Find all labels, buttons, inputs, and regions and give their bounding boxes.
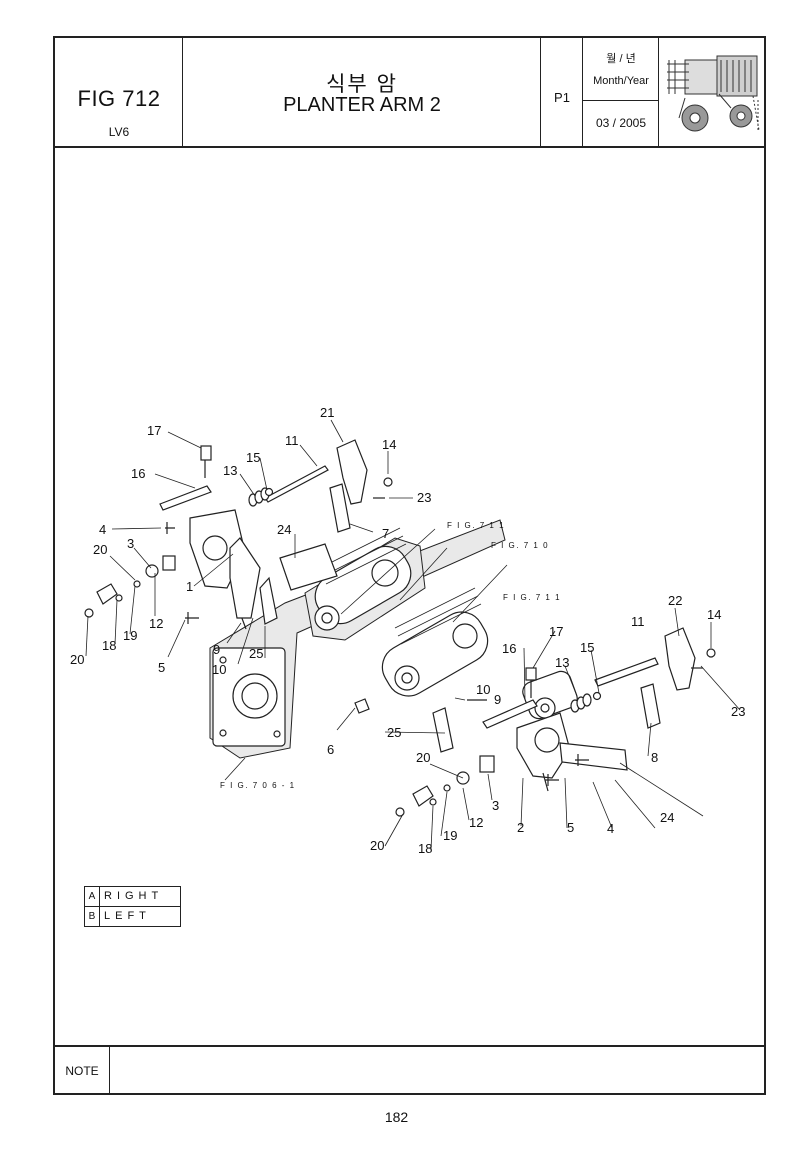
callout-25-lower: 25 [387, 725, 401, 740]
callouts: 17 16 13 15 11 21 14 23 4 20 3 24 7 1 12… [70, 405, 745, 856]
page-code: P1 [554, 90, 570, 105]
callout-12-upper: 12 [149, 616, 163, 631]
callout-3-lower: 3 [492, 798, 499, 813]
planter-arm-housing-upper [304, 527, 426, 641]
figure-number: FIG 712 [77, 86, 161, 111]
planter-arm-assembly-drawing: F I G. 7 1 1 F I G. 7 1 0 F I G. 7 1 1 F… [70, 405, 745, 856]
callout-11-upper: 11 [285, 433, 299, 448]
callout-5-upper: 5 [158, 660, 165, 675]
upper-left-components [84, 439, 393, 630]
callout-23-upper: 23 [417, 490, 431, 505]
callout-9-lower: 9 [494, 692, 501, 707]
callout-6: 6 [327, 742, 334, 757]
callout-17-upper: 17 [147, 423, 161, 438]
note-label: NOTE [55, 1047, 110, 1095]
callout-17-lower: 17 [549, 624, 563, 639]
model-code: LV6 [108, 125, 130, 139]
fig-ref-711-a: F I G. 7 1 1 [447, 521, 505, 530]
callout-14-lower: 14 [707, 607, 721, 622]
callout-13-lower: 13 [555, 655, 569, 670]
date-cell: 월 / 년 Month/Year 03 / 2005 [583, 38, 659, 146]
callout-15-lower: 15 [580, 640, 594, 655]
month-year-korean: 월 / 년 [606, 53, 636, 65]
callout-4-lower: 4 [607, 821, 614, 836]
callout-8: 8 [651, 750, 658, 765]
fig-ref-711-b: F I G. 7 1 1 [503, 593, 561, 602]
rice-transplanter-icon [667, 55, 760, 132]
legend-value: RIGHT [104, 890, 164, 902]
exploded-parts-diagram: F I G. 7 1 1 F I G. 7 1 0 F I G. 7 1 1 F… [55, 148, 764, 1043]
callout-23-lower: 23 [731, 704, 745, 719]
title-korean: 식부 암 [326, 73, 398, 96]
fig-ref-706-1: F I G. 7 0 6 - 1 [220, 781, 296, 790]
callout-15-upper: 15 [246, 450, 260, 465]
page-frame: FIG 712 LV6 식부 암 PLANTER ARM 2 P1 월 / 년 … [53, 36, 766, 1095]
callout-24-lower: 24 [660, 810, 674, 825]
title-cell: 식부 암 PLANTER ARM 2 [183, 38, 541, 146]
machine-thumbnail-cell [659, 38, 764, 146]
callout-22: 22 [668, 593, 682, 608]
callout-14-upper: 14 [382, 437, 396, 452]
legend-row-left: B LEFT [85, 906, 180, 926]
planter-arm-housing-middle [381, 587, 489, 697]
callout-21: 21 [320, 405, 334, 420]
callout-7: 7 [382, 526, 389, 541]
legend-row-right: A RIGHT [85, 887, 180, 906]
side-legend: A RIGHT B LEFT [84, 886, 181, 927]
callout-25-upper: 25 [249, 646, 263, 661]
callout-19-upper: 19 [123, 628, 137, 643]
callout-19-lower: 19 [443, 828, 457, 843]
date-heading: 월 / 년 Month/Year [583, 38, 659, 101]
callout-20-upper-a: 20 [93, 542, 107, 557]
callout-16-lower: 16 [502, 641, 516, 656]
title-block: FIG 712 LV6 식부 암 PLANTER ARM 2 P1 월 / 년 … [55, 38, 764, 148]
callout-13-upper: 13 [223, 463, 237, 478]
callout-11-lower: 11 [631, 614, 645, 629]
page-number: 182 [384, 1109, 409, 1125]
callout-24-upper: 24 [277, 522, 291, 537]
callout-10-lower: 10 [476, 682, 490, 697]
callout-1: 1 [186, 579, 193, 594]
legend-value: LEFT [104, 910, 151, 922]
callout-2: 2 [517, 820, 524, 835]
figure-cell: FIG 712 LV6 [55, 38, 183, 146]
legend-key: A [85, 887, 100, 906]
month-year-english: Month/Year [593, 75, 649, 87]
legend-key: B [85, 907, 100, 926]
callout-9-upper: 9 [213, 642, 220, 657]
callout-18-upper: 18 [102, 638, 116, 653]
callout-10-upper: 10 [212, 662, 226, 677]
page-code-cell: P1 [541, 38, 583, 146]
leader-lines [85, 419, 741, 851]
callout-12-lower: 12 [469, 815, 483, 830]
lower-right-components [354, 627, 716, 817]
callout-5-lower: 5 [567, 820, 574, 835]
revision-date: 03 / 2005 [595, 116, 647, 130]
callout-18-lower: 18 [418, 841, 432, 856]
callout-20-upper-b: 20 [70, 652, 84, 667]
callout-20-lower-a: 20 [416, 750, 430, 765]
callout-20-lower-b: 20 [370, 838, 384, 853]
callout-16-upper: 16 [131, 466, 145, 481]
note-row: NOTE [55, 1045, 764, 1095]
callout-4-upper: 4 [99, 522, 106, 537]
title-english: PLANTER ARM 2 [283, 94, 441, 116]
fig-ref-710: F I G. 7 1 0 [491, 541, 549, 550]
callout-3-upper: 3 [127, 536, 134, 551]
